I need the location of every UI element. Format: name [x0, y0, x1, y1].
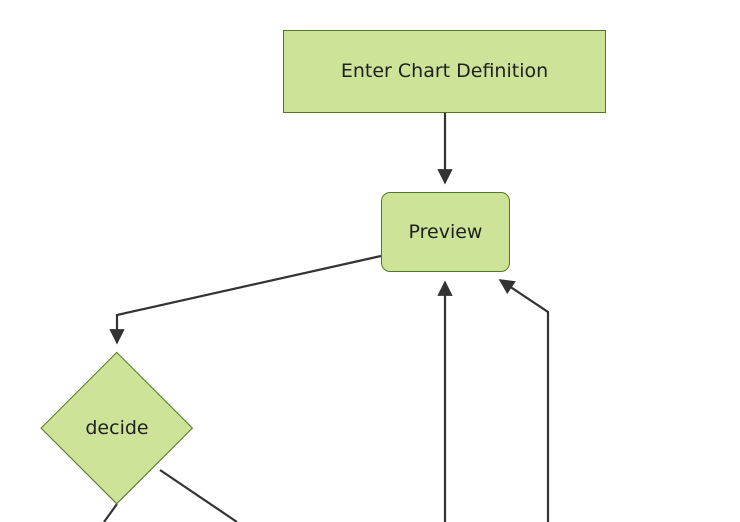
- node-preview[interactable]: Preview: [381, 192, 510, 272]
- node-decide[interactable]: decide: [41, 352, 194, 505]
- edge-decide-right: [159, 469, 238, 522]
- edge-into-preview-diagonal: [498, 279, 550, 522]
- edge-preview-to-decide: [109, 254, 382, 345]
- node-preview-label: Preview: [408, 220, 483, 243]
- node-decide-label: decide: [85, 416, 149, 439]
- node-enter-chart-definition-label: Enter Chart Definition: [340, 60, 549, 82]
- node-enter-chart-definition[interactable]: Enter Chart Definition: [283, 30, 606, 113]
- edge-decide-bottom: [103, 503, 118, 522]
